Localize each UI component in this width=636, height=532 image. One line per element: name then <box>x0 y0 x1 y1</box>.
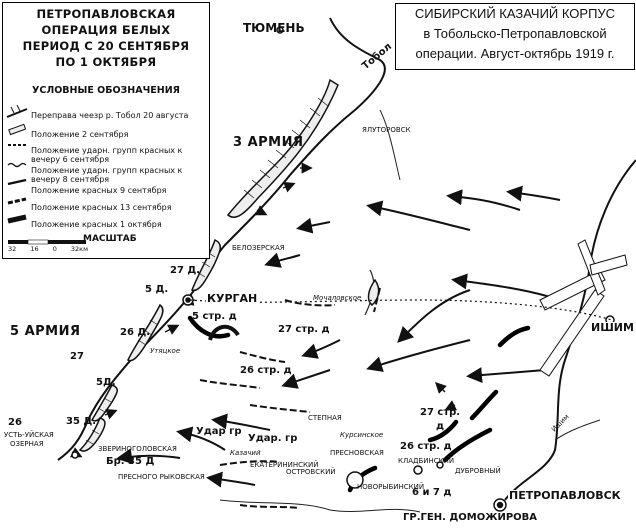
label-26-division: 26 Д. <box>120 327 151 338</box>
scale-bar <box>8 239 86 245</box>
label-kladbinskiy: КЛАДБИНСКИЙ <box>398 457 455 465</box>
label-dubrovny: ДУБРОВНЫЙ <box>455 467 501 475</box>
legend-title-line-2: ОПЕРАЦИЯ БЕЛЫХ <box>41 23 171 37</box>
label-26-rifle-division: 26 стр. д <box>240 365 292 376</box>
label-5-army: 5 АРМИЯ <box>10 324 81 339</box>
label-ostrovskiy: ОСТРОВСКИЙ <box>286 468 336 476</box>
legend-item-3: Положение ударн. групп красных к вечеру … <box>31 146 183 164</box>
label-27-rifle-division: 27 стр. д <box>278 324 330 335</box>
title-line-2: в Тобольско-Петропавловской <box>423 26 607 41</box>
label-yalutorovsk: ЯЛУТОРОВСК <box>362 126 411 134</box>
label-6-and-7-divisions: 6 и 7 д <box>412 487 452 498</box>
hatch-marks <box>85 97 329 445</box>
scale-numbers: 32 16 0 32км <box>8 245 88 253</box>
red-front-dashed <box>199 287 381 509</box>
label-zverinogolovskaya: ЗВЕРИНОГОЛОВСКАЯ <box>98 445 177 453</box>
legend-item-6: Положение красных 13 сентября <box>31 203 172 212</box>
label-d: д <box>436 421 445 432</box>
label-27-division: 27 Д. <box>170 265 201 276</box>
scale-num-2: 16 <box>30 245 39 253</box>
label-ekaterininskiy: ЕКАТЕРИНИНСКИЙ <box>250 461 319 469</box>
scale-label: МАСШТАБ <box>83 234 137 244</box>
division-5-marker <box>208 324 240 341</box>
label-mochalovskoe: Мочаловское <box>313 294 362 302</box>
label-presno-rykovskaya: ПРЕСНОГО РЫКОВСКАЯ <box>118 473 205 481</box>
label-5-division: 5 Д. <box>145 284 169 295</box>
small-river-3 <box>219 499 421 513</box>
small-river-1 <box>379 109 401 181</box>
label-kurgan: КУРГАН <box>206 292 259 305</box>
scale-num-4: 32км <box>70 245 88 253</box>
counter-arrows <box>539 239 628 377</box>
title-box: СИБИРСКИЙ КАЗАЧИЙ КОРПУС в Тобольско-Пет… <box>395 3 635 70</box>
legend-item-1: Переправа чеезр р. Тобол 20 августа <box>31 111 189 120</box>
label-br-35-division: Бр. 35 Д <box>106 456 155 467</box>
label-ozernaya: ОЗЕРНАЯ <box>10 440 44 448</box>
label-stepnaya: СТЕПНАЯ <box>308 414 342 422</box>
legend-title-line-4: ПО 1 ОКТЯБРЯ <box>55 55 157 69</box>
legend-item-5: Положение красных 9 сентября <box>31 186 167 195</box>
label-gen-domozhirov-group: ГР.ГЕН. ДОМОЖИРОВА <box>403 512 538 523</box>
legend-item-4: Положение ударн. групп красных к вечеру … <box>31 166 183 184</box>
label-26-rifle-b: 26 стр. д <box>400 441 452 452</box>
legend-item-7: Положение красных 1 октября <box>31 220 162 229</box>
label-strike-group-2: Удар. гр <box>248 433 298 444</box>
legend-item-2: Положение 2 сентября <box>31 130 129 139</box>
label-kursinskoe: Курсинское <box>340 431 384 439</box>
label-ishim: ИШИМ <box>590 321 635 334</box>
label-num-27: 27 <box>70 351 84 362</box>
scale-num-1: 32 <box>8 245 17 253</box>
label-35-division: 35 Д. <box>66 416 97 427</box>
label-tyumen: ТЮМЕНЬ <box>243 21 305 35</box>
label-5-rifle-division: 5 стр. д <box>192 311 237 322</box>
label-3-army: 3 АРМИЯ <box>233 135 304 150</box>
scale-num-3: 0 <box>52 245 57 253</box>
red-front-solid <box>187 315 531 493</box>
label-presnovskaya: ПРЕСНОВСКАЯ <box>330 449 384 457</box>
label-novorybinskiy: НОВОРЫБИНСКИЙ <box>357 483 425 491</box>
label-ust-uyskaya: УСТЬ-УЙСКАЯ <box>4 431 54 439</box>
label-27-rifle-b: 27 стр. <box>420 407 461 418</box>
label-num-26: 26 <box>8 417 22 428</box>
title-line-3: операции. Август-октябрь 1919 г. <box>415 46 615 61</box>
label-5-division-b: 5Д. <box>96 377 116 388</box>
legend-subtitle: УСЛОВНЫЕ ОБОЗНАЧЕНИЯ <box>32 85 180 96</box>
ishim-river <box>504 159 636 501</box>
label-belozerskaya: БЕЛОЗЕРСКАЯ <box>232 244 285 252</box>
label-kazachiy: Казачий <box>230 449 261 457</box>
label-strike-group-1: Удар гр <box>196 426 242 437</box>
legend-symbols <box>6 104 28 224</box>
legend-title-line-1: ПЕТРОПАВЛОВСКАЯ <box>36 7 176 21</box>
tobol-river <box>57 17 386 461</box>
label-utyatskoe: Утяцкое <box>150 347 181 355</box>
legend-title-line-3: ПЕРИОД С 20 СЕНТЯБРЯ <box>22 39 190 53</box>
white-front-lines <box>78 78 380 452</box>
label-petropavlovsk: ПЕТРОПАВЛОВСК <box>508 489 622 502</box>
map-legend: ПЕТРОПАВЛОВСКАЯ ОПЕРАЦИЯ БЕЛЫХ ПЕРИОД С … <box>2 2 210 259</box>
small-river-4 <box>554 419 601 441</box>
attack-arrows <box>116 185 561 488</box>
title-line-1: СИБИРСКИЙ КАЗАЧИЙ КОРПУС <box>414 6 616 21</box>
